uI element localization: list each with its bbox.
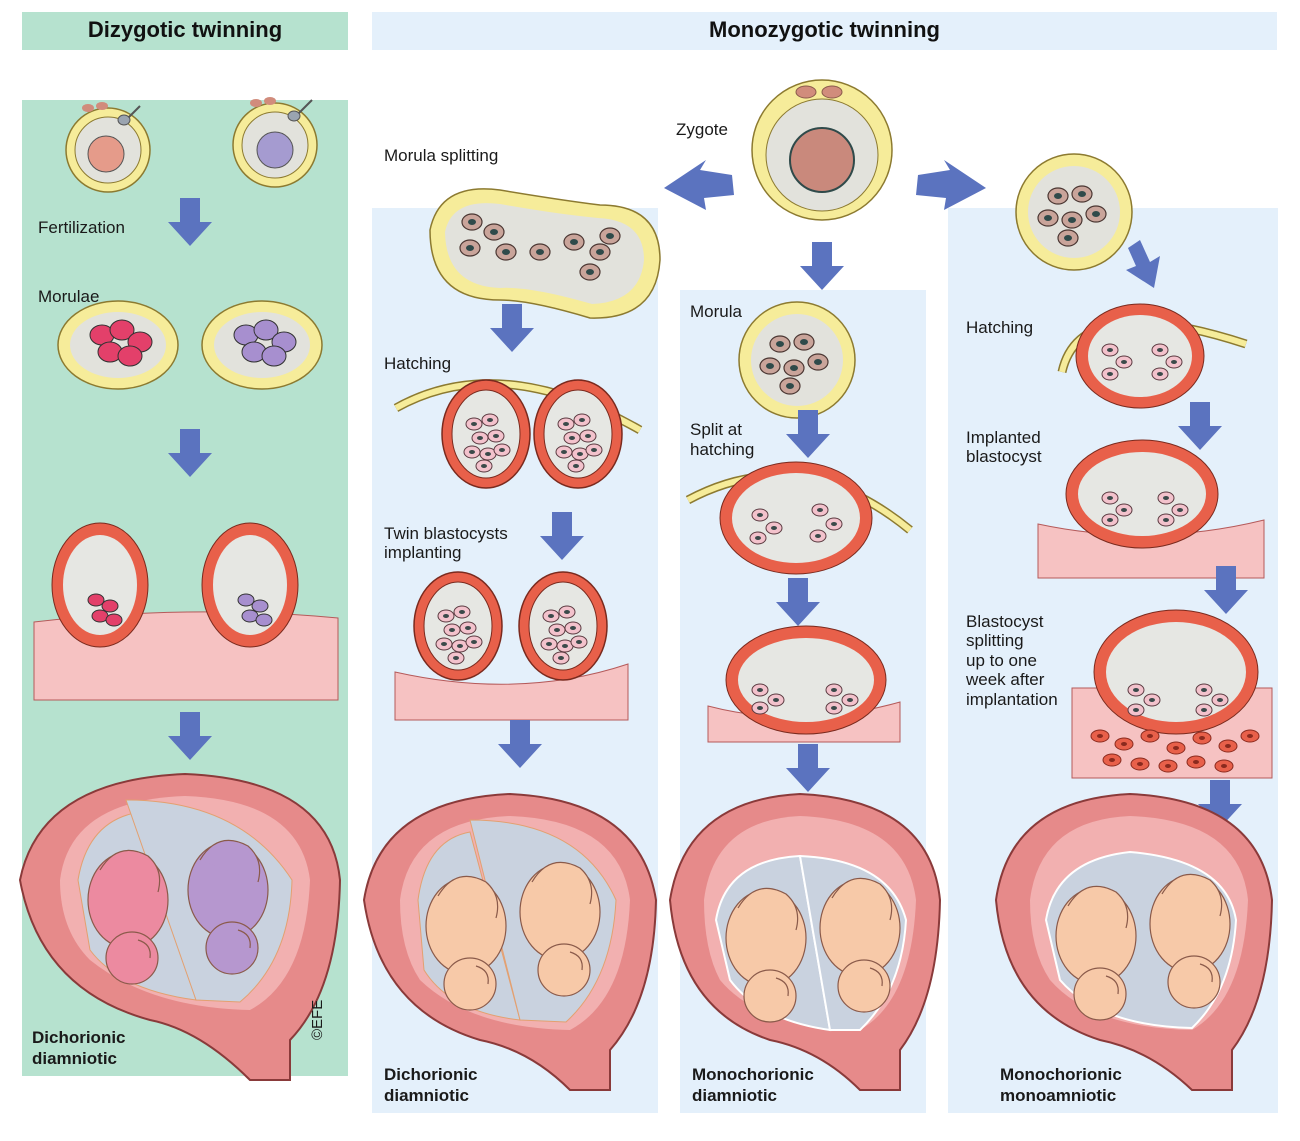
mz1-uterus [362,792,658,1091]
implanted-label-2: blastocyst [966,447,1042,466]
dz-uterus [18,772,342,1081]
dz-outcome-label-1: Dichorionic [32,1028,126,1047]
blastocyst-splitting-label-4: week after [966,670,1045,689]
mz2-morula [738,301,856,419]
mz1-morula-splitting [429,188,661,319]
mz2-implanting [707,625,901,743]
mz1-outcome-label-1: Dichorionic [384,1065,478,1084]
morulae-label: Morulae [38,287,100,306]
dz-oocytes [65,97,318,193]
mz2-uterus [668,792,942,1091]
split-at-hatching-label-2: hatching [690,440,755,459]
mz3-outcome-label-2: monoamniotic [1000,1086,1117,1105]
mz3-uterus [994,792,1274,1091]
morula-splitting-label: Morula splitting [384,146,499,165]
mz3-outcome-label-1: Monochorionic [1000,1065,1122,1084]
twin-blastocysts-label-1: Twin blastocysts [384,524,508,543]
mz3-hatching [1057,303,1248,409]
mz1-hatching [393,379,643,488]
dz-morulae [57,300,323,390]
mz-zygote [751,79,893,221]
arrow-to-morula-splitting [664,160,734,210]
monozygotic-header-bar [372,12,1277,50]
twin-blastocysts-label-2: implanting [384,543,462,562]
blastocyst-splitting-label-2: splitting [966,631,1024,650]
copyright-mark: ©EFE [309,999,326,1040]
dizygotic-header-bar [22,12,348,50]
arrow-to-blastocyst-splitting [916,160,986,210]
split-at-hatching-label-1: Split at [690,420,742,439]
arrow-to-hatching-3 [1126,240,1160,288]
blastocyst-splitting-label-3: up to one [966,651,1037,670]
zygote-label: Zygote [676,120,728,139]
dizygotic-header: Dizygotic twinning [87,17,283,42]
monozygotic-header: Monozygotic twinning [709,17,940,42]
blastocyst-splitting-label-1: Blastocyst [966,612,1044,631]
mz3-blastocyst-splitting [1071,609,1273,779]
mz1-implanting [394,572,629,721]
implanted-label-1: Implanted [966,428,1041,447]
mz1-outcome-label-2: diamniotic [384,1086,470,1105]
mz3-morula [1015,153,1133,271]
hatching-label-2: Hatching [966,318,1034,337]
mz2-outcome-label-2: diamniotic [692,1086,778,1105]
hatching-label-1: Hatching [384,354,452,373]
blastocyst-splitting-label-5: implantation [966,690,1058,709]
mz2-outcome-label-1: Monochorionic [692,1065,814,1084]
dz-outcome-label-2: diamniotic [32,1049,118,1068]
dz-implanting-blastocysts [33,522,339,701]
mz3-implanted [1037,439,1265,579]
mz2-split-at-hatching [685,461,913,575]
fertilization-label: Fertilization [38,218,125,237]
morula-label: Morula [690,302,742,321]
